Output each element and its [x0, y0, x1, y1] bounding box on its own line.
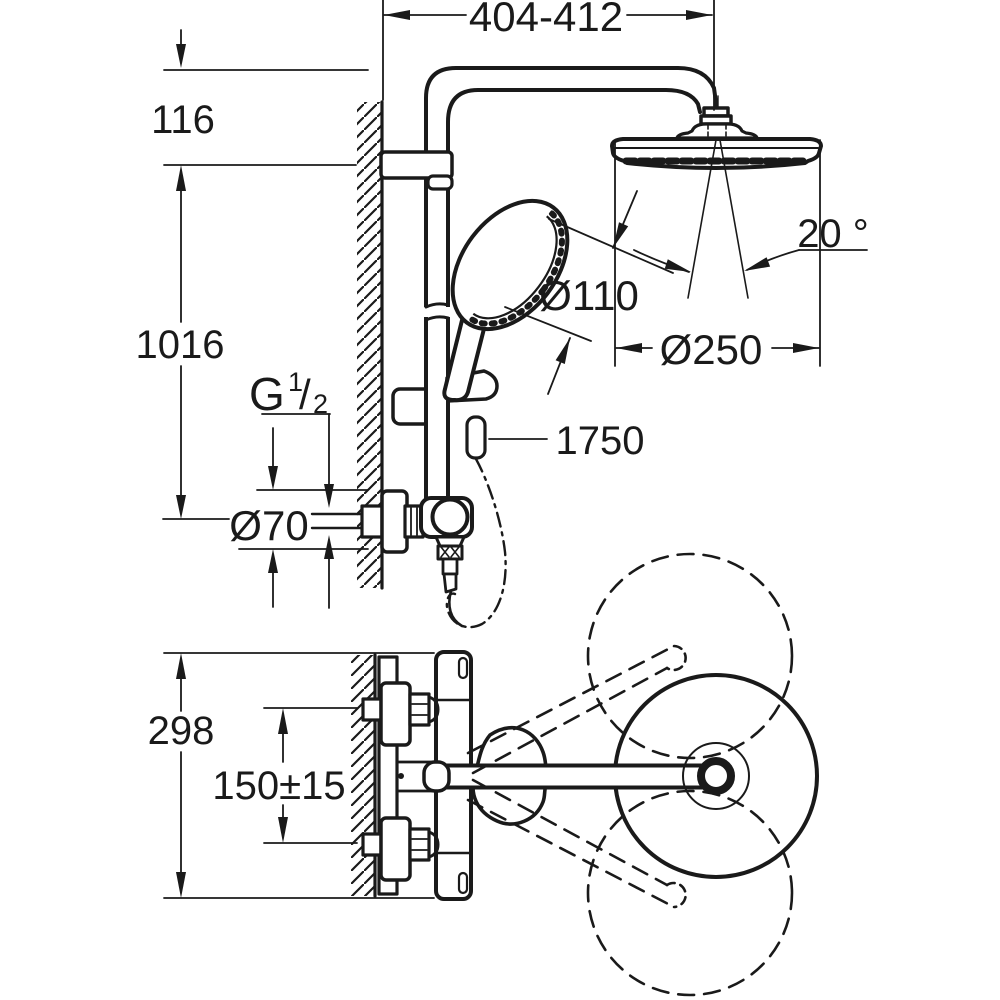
- dim-supply-distance: [263, 707, 358, 844]
- label-thread-num: 1: [288, 367, 303, 397]
- hose-outlet: [465, 415, 487, 460]
- supply-nut: [360, 504, 384, 539]
- head-shower-top: [422, 673, 819, 879]
- wall-bracket: [379, 150, 454, 191]
- label-thread-den: 2: [313, 389, 328, 419]
- head-shower: [610, 95, 823, 299]
- label-depth: 298: [148, 709, 215, 753]
- label-thread-slash: /: [299, 371, 311, 418]
- escutcheon: [380, 489, 409, 554]
- arm-ball-end: [422, 760, 451, 793]
- dim-head-shower: [614, 139, 821, 367]
- shower-hose: [445, 457, 507, 629]
- dim-hand-shower: [504, 190, 674, 395]
- label-head-shower-diameter: Ø250: [660, 326, 763, 373]
- front-view: [162, 0, 868, 629]
- dim-width: [382, 0, 715, 111]
- label-thread-g: G: [249, 368, 285, 420]
- supply-valve-upper: [361, 681, 440, 747]
- mixer-front: [310, 489, 474, 594]
- swivel-circle-lower: [586, 789, 794, 997]
- dim-supply: [238, 413, 369, 609]
- label-supply-center-distance: 150±15: [212, 764, 345, 808]
- dimension-labels: 404-412 116 1016 Ø110 20 ° Ø250 1750 G 1…: [136, 0, 869, 808]
- label-hand-shower-diameter: Ø110: [539, 272, 639, 319]
- hand-shower: [391, 198, 570, 460]
- mixer-knob: [430, 497, 470, 537]
- label-hose-length: 1750: [556, 419, 645, 463]
- swivel-arm-positions: [466, 644, 687, 909]
- dim-left-column: [162, 29, 369, 520]
- label-width-range: 404-412: [469, 0, 623, 40]
- supply-valve-lower: [361, 816, 440, 882]
- label-escutcheon-diameter: Ø70: [229, 502, 308, 549]
- top-view: [163, 552, 819, 997]
- label-head-angle: 20 °: [797, 212, 869, 256]
- dim-angle: [633, 249, 868, 273]
- swivel-circle-upper: [586, 552, 794, 760]
- dim-depth: [163, 652, 435, 899]
- wall-section-top: [351, 653, 377, 898]
- label-head-offset: 116: [151, 98, 215, 142]
- hand-shower-head: [450, 198, 570, 332]
- label-rail-height: 1016: [136, 323, 225, 367]
